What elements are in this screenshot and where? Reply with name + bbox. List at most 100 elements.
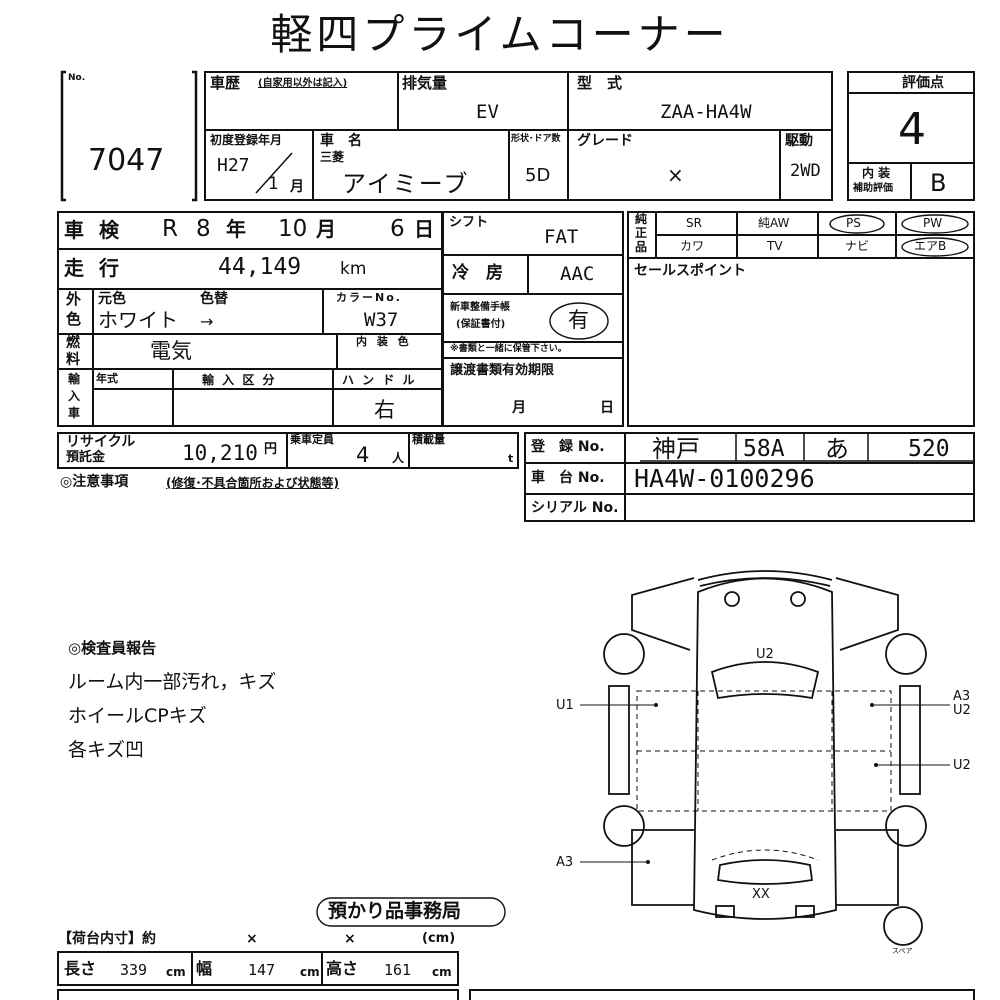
report-line: 各キズ凹 — [68, 739, 145, 761]
cargo-length-unit: cm — [166, 965, 186, 979]
interior-score-value: B — [930, 169, 947, 197]
shift-label: シフト — [449, 215, 489, 230]
inspection-era: R — [162, 216, 178, 242]
history-label: 車歴 — [210, 74, 241, 92]
damage-label-right1b: U2 — [953, 703, 971, 718]
color-arrow: → — [200, 312, 214, 331]
handle-value: 右 — [374, 398, 395, 422]
inspection-year-unit: 年 — [226, 217, 246, 241]
mileage-label: 走 行 — [64, 256, 123, 280]
recycle-unit: 円 — [264, 442, 278, 457]
fuel-value: 電気 — [150, 339, 192, 363]
recycle-value: 10,210 — [182, 441, 258, 465]
registration-number: 520 — [908, 436, 950, 462]
color-side-2: 色 — [66, 310, 82, 328]
capacity-value: 4 — [356, 443, 370, 467]
cargo-width-value: 147 — [248, 961, 276, 979]
inspection-month: 10 — [278, 216, 308, 242]
chassis-label: 車 台 No. — [531, 470, 605, 486]
cargo-height-unit: cm — [432, 965, 452, 979]
shift-value: FAT — [544, 226, 579, 248]
registration-label: 登 録 No. — [531, 439, 605, 455]
fuel-side-2: 料 — [66, 352, 80, 368]
exhaust-value: EV — [476, 101, 499, 123]
cargo-length-value: 339 — [120, 961, 148, 979]
import-side-3: 車 — [68, 406, 81, 420]
inspection-day: 6 — [390, 216, 405, 242]
cargo-height-value: 161 — [384, 961, 412, 979]
damage-label-rear: XX — [752, 887, 770, 902]
registration-area: 神戸 — [652, 435, 700, 463]
color-change-label: 色替 — [200, 291, 228, 307]
equip-label-2: 正 — [635, 226, 648, 240]
doors-label: 形状･ドア数 — [511, 134, 561, 144]
registration-kana: あ — [825, 435, 849, 463]
import-year-label: 年式 — [96, 372, 118, 385]
load-label: 積載量 — [412, 433, 445, 446]
warranty-value: 有 — [568, 308, 589, 332]
equip-alloy-wheel: 純AW — [758, 216, 790, 230]
cargo-height-label: 高さ — [326, 959, 359, 978]
score-value: 4 — [898, 104, 926, 155]
cargo-x1: × — [246, 931, 258, 947]
equip-airbag: エアB — [914, 239, 947, 253]
color-value: ホワイト — [98, 308, 178, 332]
notes-sub: (修復･不具合箇所および状態等) — [166, 476, 339, 490]
handle-label: ハ ン ド ル — [342, 373, 417, 387]
doors-value: 5D — [525, 165, 551, 186]
interior-label-1: 内 装 — [862, 166, 891, 180]
inspection-label: 車 検 — [64, 218, 123, 242]
inspection-year: 8 — [196, 216, 211, 242]
model-value: ZAA-HA4W — [660, 101, 752, 123]
grade-value: × — [667, 163, 684, 187]
drive-label: 駆動 — [785, 133, 813, 149]
cargo-x2: × — [344, 931, 356, 947]
cargo-length-label: 長さ — [64, 959, 97, 978]
import-class-label: 輸 入 区 分 — [202, 373, 277, 387]
transfer-label: 譲渡書類有効期限 — [450, 363, 555, 378]
page-title: 軽四プライムコーナー — [270, 10, 730, 59]
damage-label-top: U2 — [756, 647, 774, 662]
serial-label: シリアル No. — [531, 500, 619, 516]
cargo-cm-label: (cm) — [422, 931, 456, 946]
sales-point-label: セールスポイント — [634, 263, 746, 279]
cargo-label: 【荷台内寸】約 — [58, 931, 156, 947]
grade-label: グレード — [577, 133, 633, 149]
capacity-unit: 人 — [392, 451, 405, 465]
damage-label-right2: U2 — [953, 758, 971, 773]
equip-label-3: 品 — [635, 240, 648, 254]
registration-class-no: 58A — [743, 436, 785, 462]
interior-color-label: 内 装 色 — [356, 335, 412, 348]
equip-ps: PS — [846, 216, 861, 230]
cargo-width-label: 幅 — [196, 959, 213, 978]
report-title: ◎検査員報告 — [68, 639, 157, 657]
load-unit: t — [508, 452, 514, 465]
report-line: ホイールCPキズ — [68, 705, 207, 727]
cooler-label: 冷 房 — [452, 263, 503, 283]
import-side-2: 入 — [68, 389, 81, 403]
color-side-1: 外 — [66, 290, 82, 308]
orig-color-label: 元色 — [98, 291, 126, 307]
maker-name: 三菱 — [320, 150, 345, 164]
carname-label: 車 名 — [320, 133, 362, 149]
capacity-label: 乗車定員 — [290, 433, 334, 446]
carname-value: アイミーブ — [342, 170, 470, 198]
recycle-label-1: リサイクル — [66, 434, 136, 450]
equip-label-1: 純 — [635, 212, 648, 226]
equip-pw: PW — [923, 216, 943, 230]
first-reg-month: 1 — [268, 174, 279, 194]
equip-sr: SR — [686, 216, 702, 230]
equip-leather: カワ — [680, 239, 705, 253]
warranty-note: ※書類と一緒に保管下さい。 — [450, 344, 567, 354]
recycle-label-2: 預託金 — [66, 450, 106, 465]
warranty-label-1: 新車整備手帳 — [450, 302, 510, 313]
inspection-day-unit: 日 — [414, 217, 434, 241]
cooler-value: AAC — [560, 263, 595, 285]
report-line: ルーム内一部汚れ，キズ — [68, 671, 277, 693]
first-reg-era: H27 — [217, 155, 250, 176]
first-reg-label: 初度登録年月 — [210, 133, 283, 147]
score-label: 評価点 — [902, 75, 944, 91]
